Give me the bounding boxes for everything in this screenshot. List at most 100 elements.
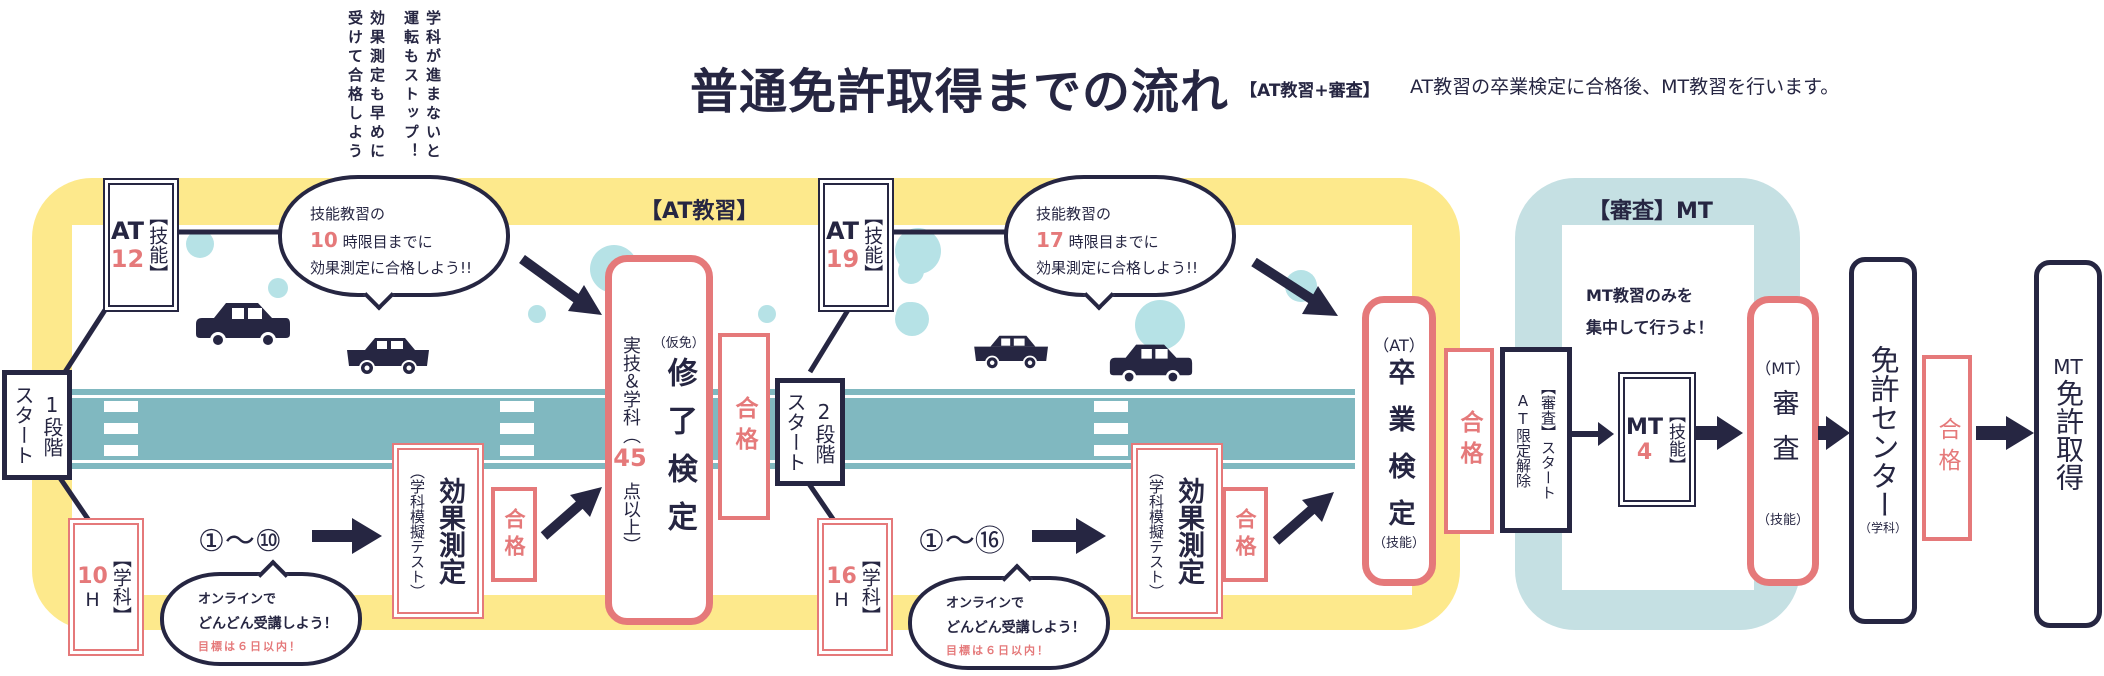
road-marking (104, 401, 138, 412)
online-line2: どんどん受講しよう！ (946, 620, 1086, 636)
pass-label: 合格 (502, 507, 526, 562)
mock-test-sub: （学科模擬テスト） (408, 463, 426, 599)
arrow-right-icon (1032, 518, 1106, 554)
mt-exam-box: （MT） 審査 （技能） (1747, 296, 1819, 586)
mt-skill-count: 4 (1636, 439, 1653, 465)
arrow-right-icon (1572, 422, 1614, 446)
license-title: 免許取得 (2052, 379, 2085, 491)
arrow-right-icon (1976, 416, 2034, 450)
exam-title: 修了検定 (661, 356, 697, 549)
bubble-line1: 技能教習の (1036, 205, 1112, 223)
stage1-online-bubble: オンラインで どんどん受講しよう！ 目標は６日以内！ (160, 572, 362, 666)
arrow-down-right-icon (519, 255, 602, 315)
stage1-lecture-bracket: 【学科】 (109, 549, 132, 625)
stage1-skill-bracket: 【技能】 (146, 207, 169, 283)
online-line1: オンラインで (198, 592, 277, 607)
bubble-line3: 効果測定に合格しよう!! (1036, 259, 1199, 277)
stage2-skill-box: 【技能】 AT 19 (818, 178, 894, 312)
exam-title: 卒業検定 (1383, 357, 1415, 546)
online-line3: 目標は６日以内！ (946, 644, 1050, 657)
stage1-lecture-unit: H (85, 588, 100, 611)
road-marking (500, 423, 534, 434)
stage2-start-label: 2段階 (812, 400, 836, 464)
online-line1: オンラインで (946, 596, 1025, 611)
decor-dot (1135, 300, 1185, 350)
road-marking (1094, 423, 1128, 434)
exam-suffix: （技能） (1372, 535, 1425, 551)
mock-test-title: 効果測定 (434, 477, 465, 585)
license-center-title: 免許センター (1866, 345, 1900, 519)
license-prefix: MT (2053, 355, 2083, 379)
bubble-line2: 時限目までに (1068, 233, 1159, 251)
stage2-lecture-unit: H (834, 588, 849, 611)
stage2-lecture-count: 16 (826, 563, 857, 589)
exam-detail-a: 実技＆学科（ (619, 336, 641, 444)
decor-dot (268, 278, 288, 298)
exam-title: 審査 (1767, 388, 1799, 479)
stage1-skill-type: AT (110, 217, 145, 245)
stage2-lecture-range: ①〜⑯ (918, 524, 1005, 559)
stage1-skill-box: 【技能】 AT 12 (103, 178, 179, 312)
stage1-mock-test-box: 効果測定 （学科模擬テスト） (392, 443, 484, 619)
decor-dot (186, 230, 214, 258)
subtitle-tag: 【AT教習+審査】 (1240, 81, 1380, 101)
header-description: AT教習の卒業検定に合格後、MT教習を行います。 (1410, 76, 1840, 98)
online-line2: どんどん受講しよう！ (198, 616, 338, 632)
arrow-down-right-icon (1251, 258, 1338, 316)
stage1-skill-count: 12 (110, 245, 145, 273)
mt-note-line2: 集中して行うよ！ (1586, 318, 1714, 337)
stage2-skill-bubble: 技能教習の 17 時限目までに 効果測定に合格しよう!! (1004, 175, 1236, 297)
license-acquired-box: MT 免許取得 (2034, 260, 2102, 628)
decor-dot (895, 228, 941, 274)
mt-skill-type: MT (1626, 414, 1663, 440)
stage2-start-sub: スタート (783, 392, 807, 472)
decor-dot (896, 302, 922, 328)
license-center-suffix: （学科） (1858, 521, 1907, 535)
arrow-up-right-icon (540, 487, 602, 540)
mt-start-box: 【審査】スタート AT限定解除 (1500, 347, 1572, 533)
exam-suffix: （技能） (1756, 512, 1809, 528)
stage2-skill-type: AT (825, 217, 860, 245)
online-line3: 目標は６日以内！ (198, 640, 302, 653)
bubble-line3: 効果測定に合格しよう!! (310, 259, 473, 277)
mt-start-line2: AT限定解除 (1514, 392, 1532, 488)
stage2-lecture-bracket: 【学科】 (858, 549, 881, 625)
mock-test-title: 効果測定 (1173, 477, 1204, 585)
bubble-line2: 時限目までに (342, 233, 433, 251)
car-icon (974, 335, 1048, 370)
car-icon (196, 303, 290, 348)
pass-label: 合格 (1233, 507, 1257, 562)
decor-dot (758, 305, 776, 323)
at-section-label: 【AT教習】 (640, 199, 759, 224)
stage1-exam-box: （仮免） 修了検定 実技＆学科（ 45 点以上） (605, 255, 713, 625)
mt-start-line1: 【審査】スタート (1539, 380, 1557, 500)
mt-section-label: 【審査】MT (1588, 199, 1713, 224)
stage1-lecture-box: 【学科】 10 H (68, 518, 144, 656)
arrow-right-icon (1818, 416, 1850, 450)
mt-note-line1: MT教習のみを (1586, 286, 1693, 305)
stage1-start-sub: スタート (11, 385, 35, 465)
mt-skill-box: 【技能】 MT 4 (1618, 372, 1696, 507)
mt-skill-bracket: 【技能】 (1664, 405, 1685, 474)
decor-dot (528, 305, 546, 323)
exam-prefix: （仮免） (652, 335, 705, 351)
bubble-line1: 技能教習の (310, 205, 386, 223)
stage2-mock-pass: 合格 (1222, 487, 1268, 582)
road-marking (500, 445, 534, 456)
pass-label: 合格 (731, 395, 757, 458)
pass-label: 合格 (1456, 410, 1482, 472)
car-icon (1109, 344, 1193, 384)
stage2-exam-pass: 合格 (1444, 348, 1494, 534)
stage2-skill-bracket: 【技能】 (861, 207, 884, 283)
exam-prefix: （MT） (1755, 358, 1811, 378)
pass-label: 合格 (1934, 417, 1960, 479)
arrow-right-icon (312, 518, 382, 554)
stage1-exam-pass: 合格 (718, 333, 770, 520)
stage2-start-box: スタート 2段階 (775, 378, 845, 486)
stage1-lecture-count: 10 (77, 563, 108, 589)
stage1-start-label: 1段階 (40, 393, 64, 457)
road-marking (1094, 445, 1128, 456)
stage1-start-box: スタート 1段階 (2, 370, 72, 480)
stage1-mock-pass: 合格 (491, 487, 537, 582)
final-pass-box: 合格 (1922, 355, 1972, 541)
